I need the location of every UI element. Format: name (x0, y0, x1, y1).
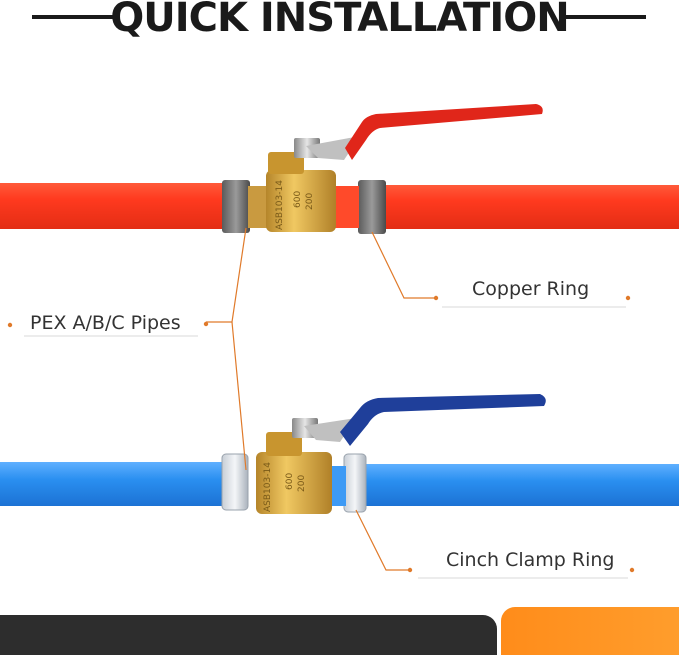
copper-ring-label: Copper Ring (472, 278, 590, 300)
red-valve-stub-left (248, 186, 268, 228)
bottom-bar-dark (0, 615, 497, 655)
red-valve-stub-right (335, 186, 359, 228)
page-title: QUICK INSTALLATION (110, 0, 569, 41)
copper-ring-left (222, 180, 250, 233)
title-line-right (560, 15, 646, 19)
svg-text:ASB103-14: ASB103-14 (263, 462, 273, 512)
title-row: QUICK INSTALLATION (0, 0, 679, 41)
pex-pipes-leader (206, 227, 247, 323)
blue-valve-stub-right (330, 466, 346, 506)
title-line-left (32, 15, 118, 19)
pex-pipes-label: PEX A/B/C Pipes (30, 312, 181, 334)
blue-handle-ball-valve-icon: ASB103-14 600 200 (256, 394, 546, 514)
label-underlines (24, 306, 628, 579)
red-pipe-assembly: ASB103-14 600 200 (0, 104, 679, 234)
copper-ring-right (358, 180, 386, 234)
cinch-clamp-right (343, 453, 367, 513)
red-pipe-left (0, 183, 232, 229)
svg-text:ASB103-14: ASB103-14 (275, 180, 285, 230)
cinch-clamp-ring-label: Cinch Clamp Ring (446, 549, 615, 571)
svg-text:200: 200 (297, 475, 307, 492)
red-pipe-right (370, 185, 679, 229)
svg-text:200: 200 (305, 193, 315, 210)
cinch-clamp-leader (355, 509, 410, 571)
svg-text:600: 600 (293, 191, 303, 208)
cinch-clamp-left (221, 453, 249, 511)
red-handle-ball-valve-icon: ASB103-14 600 200 (266, 104, 543, 232)
blue-pipe-right (360, 464, 679, 506)
leader-lines (206, 227, 436, 571)
label-dots (7, 295, 635, 573)
svg-text:600: 600 (285, 473, 295, 490)
pex-pipes-leader-lower (231, 321, 247, 471)
copper-ring-leader (371, 231, 436, 299)
blue-pipe-left (0, 462, 232, 506)
blue-pipe-assembly: ASB103-14 600 200 (0, 394, 679, 514)
bottom-bar-orange (501, 607, 679, 655)
